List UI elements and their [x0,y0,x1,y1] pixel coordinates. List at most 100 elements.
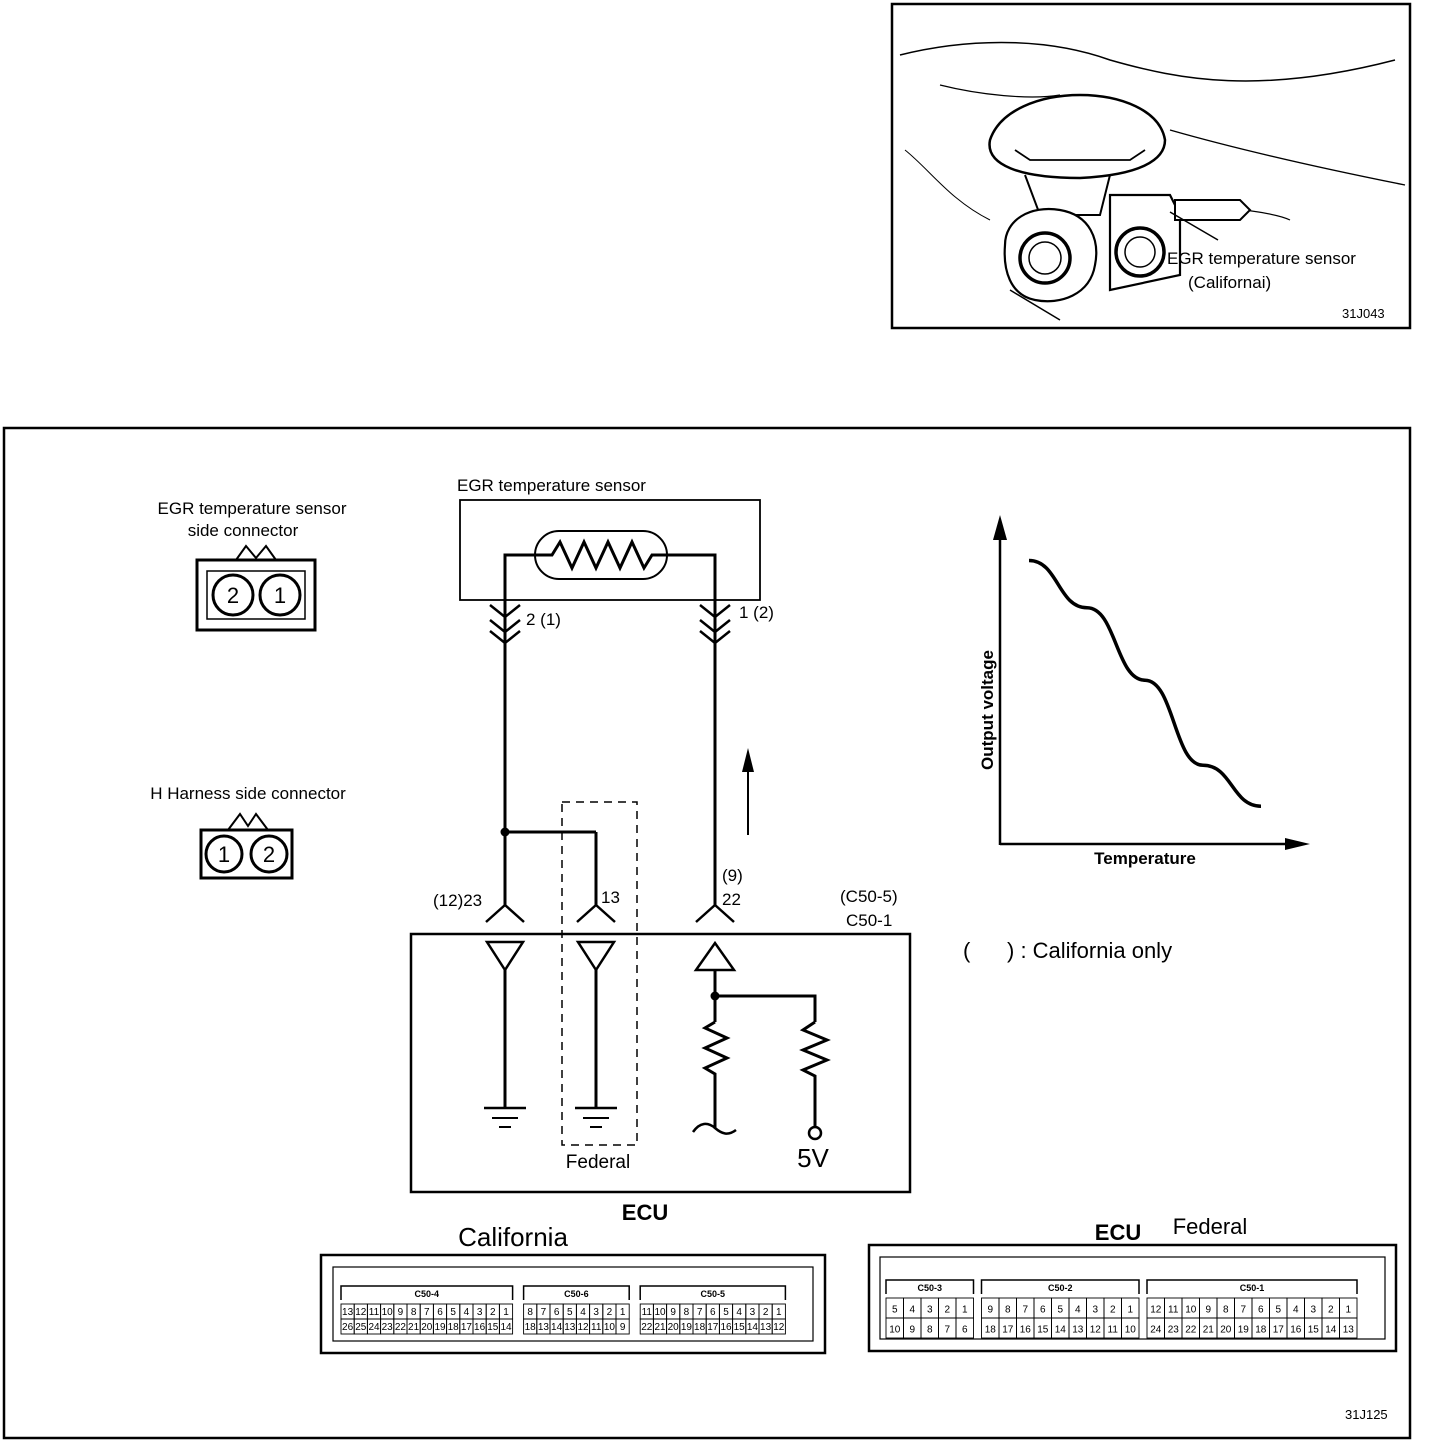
federal-pin: 3 [927,1304,933,1315]
california-pin: 14 [551,1322,563,1333]
harness-pin-1: 1 [218,842,230,867]
federal-pin: 3 [1310,1304,1316,1315]
california-pin: 5 [450,1307,456,1318]
sensor-side-connector: 2 1 [195,544,317,632]
signal-direction-arrow [742,748,754,835]
federal-pin: 18 [1255,1324,1267,1335]
federal-pin: 11 [1168,1304,1179,1315]
thermistor-symbol [503,530,717,620]
ecu-connector-california: (C50-5) [840,887,898,906]
egr-photo-panel: EGR temperature sensor (Californai) 31J0… [890,2,1412,330]
federal-pin: 12 [1090,1324,1102,1335]
california-pin: 15 [487,1322,499,1333]
california-pin: 4 [736,1307,742,1318]
california-pin: 7 [541,1307,547,1318]
california-pin: 11 [369,1307,380,1318]
california-pin: 21 [654,1322,666,1333]
federal-dashed-box [561,801,638,1146]
temperature-voltage-graph: Output voltage Temperature [978,515,1310,868]
california-pin: 13 [342,1307,354,1318]
california-pin: 12 [355,1307,367,1318]
federal-pin: 15 [1308,1324,1320,1335]
federal-pin: 12 [1150,1304,1162,1315]
ecu-right-pin: 22 [722,890,741,909]
california-pin: 5 [567,1307,573,1318]
california-pin: 5 [723,1307,729,1318]
california-pin: 10 [654,1307,666,1318]
california-pin: 9 [670,1307,676,1318]
graph-y-label: Output voltage [978,650,997,770]
ecu-connector-federal: C50-1 [846,911,892,930]
federal-pin: 7 [944,1324,950,1335]
california-pin: 3 [477,1307,483,1318]
federal-pin: 1 [962,1304,968,1315]
supply-voltage-label: 5V [797,1143,829,1173]
federal-label: Federal [566,1152,630,1173]
california-pin: 4 [580,1307,586,1318]
federal-pin: 9 [1205,1304,1211,1315]
california-pin: 2 [763,1307,769,1318]
wiring-diagram-panel: EGR temperature sensor side connector 2 … [2,426,1412,1440]
federal-pin: 2 [944,1304,950,1315]
california-pin: 22 [641,1322,653,1333]
california-pin: 14 [500,1322,512,1333]
federal-pin: 5 [1275,1304,1281,1315]
federal-pin: 9 [909,1324,915,1335]
federal-pin: 9 [987,1304,993,1315]
california-pin: 22 [395,1322,407,1333]
california-pin: 7 [697,1307,703,1318]
federal-block-label: C50-3 [917,1283,942,1293]
california-pin: 3 [750,1307,756,1318]
federal-pin: 5 [892,1304,898,1315]
california-pin: 2 [607,1307,613,1318]
harness-pin-2: 2 [263,842,275,867]
california-pin: 15 [734,1322,746,1333]
california-pin: 8 [411,1307,417,1318]
federal-pin: 19 [1238,1324,1250,1335]
california-pin: 1 [620,1307,626,1318]
photo-figure-id: 31J043 [1342,306,1385,321]
california-pin: 9 [620,1322,626,1333]
sensor-box-label: EGR temperature sensor [457,476,646,495]
federal-pin: 10 [1185,1304,1197,1315]
ecu-ground-federal [575,940,617,1128]
california-pin: 13 [564,1322,576,1333]
harness-side-connector: 1 2 [199,812,294,880]
federal-pin: 10 [889,1324,901,1335]
graph-x-arrow [1285,838,1310,850]
federal-connector-title: Federal [1173,1214,1248,1239]
federal-pin: 7 [1240,1304,1246,1315]
california-pin: 16 [474,1322,486,1333]
california-pin: 17 [461,1322,473,1333]
california-connector-title: California [458,1222,568,1252]
sensor-pin-1: 1 [274,583,286,608]
diagram-figure-id: 31J125 [1345,1407,1388,1422]
california-pin: 9 [398,1307,404,1318]
california-pin: 10 [604,1322,616,1333]
federal-pin: 11 [1108,1324,1119,1335]
california-pin: 25 [355,1322,367,1333]
california-pin: 4 [464,1307,470,1318]
federal-pin: 14 [1055,1324,1067,1335]
california-pin: 13 [538,1322,550,1333]
federal-pin: 10 [1125,1324,1137,1335]
federal-pin: 1 [1345,1304,1351,1315]
ecu-left-pin: (12)23 [433,891,482,910]
federal-connector-ecu-title: ECU [1095,1220,1141,1245]
ecu-right-pin-california: (9) [722,866,743,885]
photo-sensor-sublabel: (Californai) [1188,273,1271,292]
california-pin: 10 [382,1307,394,1318]
federal-pin: 22 [1185,1324,1197,1335]
federal-pin: 23 [1168,1324,1180,1335]
california-pin: 13 [760,1322,772,1333]
ecu-box [409,932,912,1194]
california-pin: 8 [527,1307,533,1318]
california-pin: 7 [424,1307,430,1318]
